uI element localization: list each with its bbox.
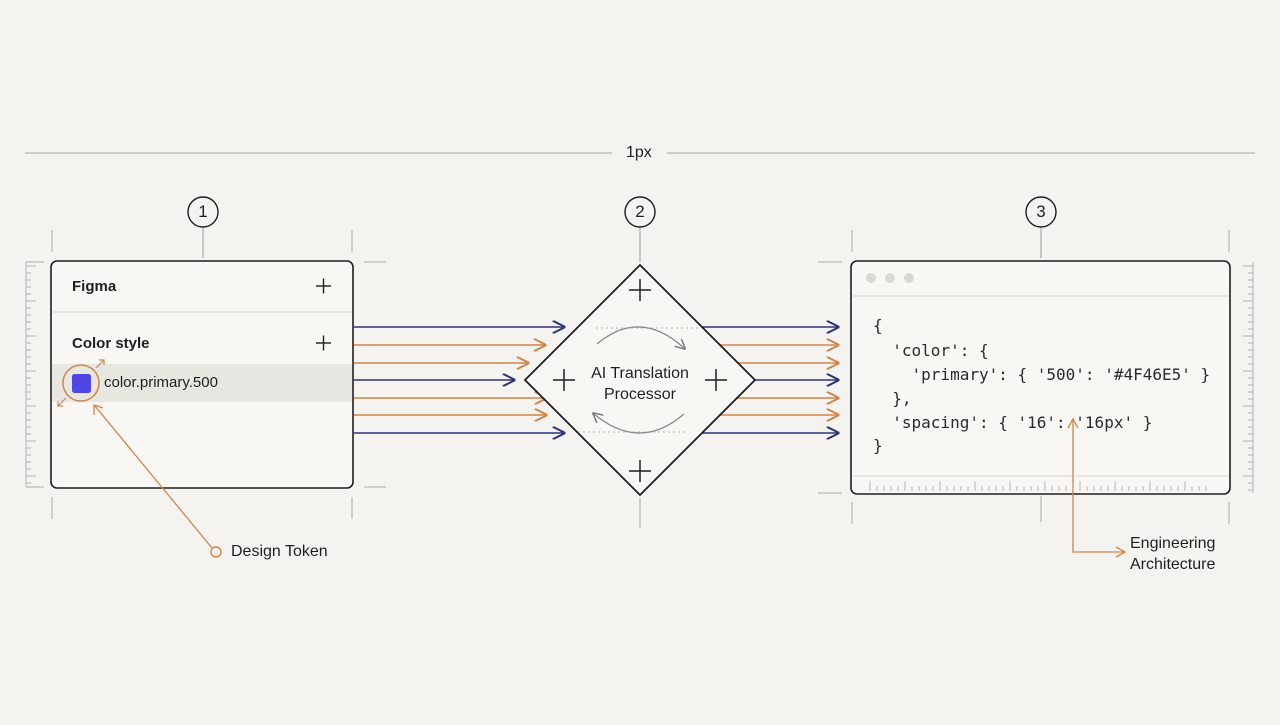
cycle-arrow-top-icon	[596, 326, 684, 348]
step-circle-3	[1025, 196, 1057, 228]
design-token-label: Design Token	[231, 543, 328, 560]
swatch-resize-arrows	[57, 359, 105, 407]
add-figma-icon[interactable]	[316, 278, 331, 294]
processor-plus-bottom-icon	[629, 460, 651, 482]
processor-plus-top-icon	[629, 279, 651, 301]
processor-diamond	[523, 263, 757, 497]
color-swatch[interactable]	[72, 374, 91, 393]
window-dot-2[interactable]	[885, 273, 895, 283]
step-circle-1	[187, 196, 219, 228]
processor-plus-left-icon	[553, 369, 575, 391]
step-number-3: 3	[1036, 202, 1046, 221]
step-number-1: 1	[198, 202, 208, 221]
token-name[interactable]: color.primary.500	[104, 374, 218, 391]
code-line: },	[873, 389, 912, 408]
color-style-label: Color style	[72, 335, 150, 352]
window-dot-1[interactable]	[866, 273, 876, 283]
add-color-style-icon[interactable]	[316, 335, 331, 351]
ruler-left	[25, 262, 36, 487]
step-circle-2	[624, 196, 656, 228]
token-row-highlight[interactable]	[52, 364, 352, 402]
swatch-highlight-ring	[62, 364, 100, 402]
processor-label: AI Translation Processor	[560, 363, 720, 405]
arrows-to-processor	[354, 327, 564, 433]
window-dot-3[interactable]	[904, 273, 914, 283]
design-token-callout-line	[93, 404, 213, 549]
engineering-callout-line	[1067, 417, 1127, 558]
step-number-2: 2	[635, 202, 645, 221]
engineering-label-line1: Engineering	[1130, 535, 1216, 552]
engineering-architecture-label: Engineering Architecture	[1130, 533, 1215, 575]
code-window	[850, 260, 1231, 495]
code-line: }	[873, 436, 883, 455]
arrows-to-code	[702, 327, 838, 433]
code-line: 'color': {	[873, 341, 989, 360]
dimension-label: 1px	[626, 144, 652, 161]
design-token-callout-dot	[210, 546, 222, 558]
code-line: 'primary': { '500': '#4F46E5' }	[873, 365, 1211, 384]
guide-ticks	[26, 230, 1230, 528]
processor-plus-right-icon	[705, 369, 727, 391]
processor-label-line2: Processor	[603, 386, 677, 403]
figma-title: Figma	[72, 278, 117, 295]
processor-label-line1: AI Translation	[591, 365, 689, 382]
ruler-right	[1243, 262, 1254, 493]
code-line: 'spacing': { '16': '16px' }	[873, 413, 1153, 432]
cycle-arrow-bottom-icon	[594, 414, 685, 434]
engineering-label-line2: Architecture	[1130, 556, 1216, 573]
code-line: {	[873, 316, 883, 335]
